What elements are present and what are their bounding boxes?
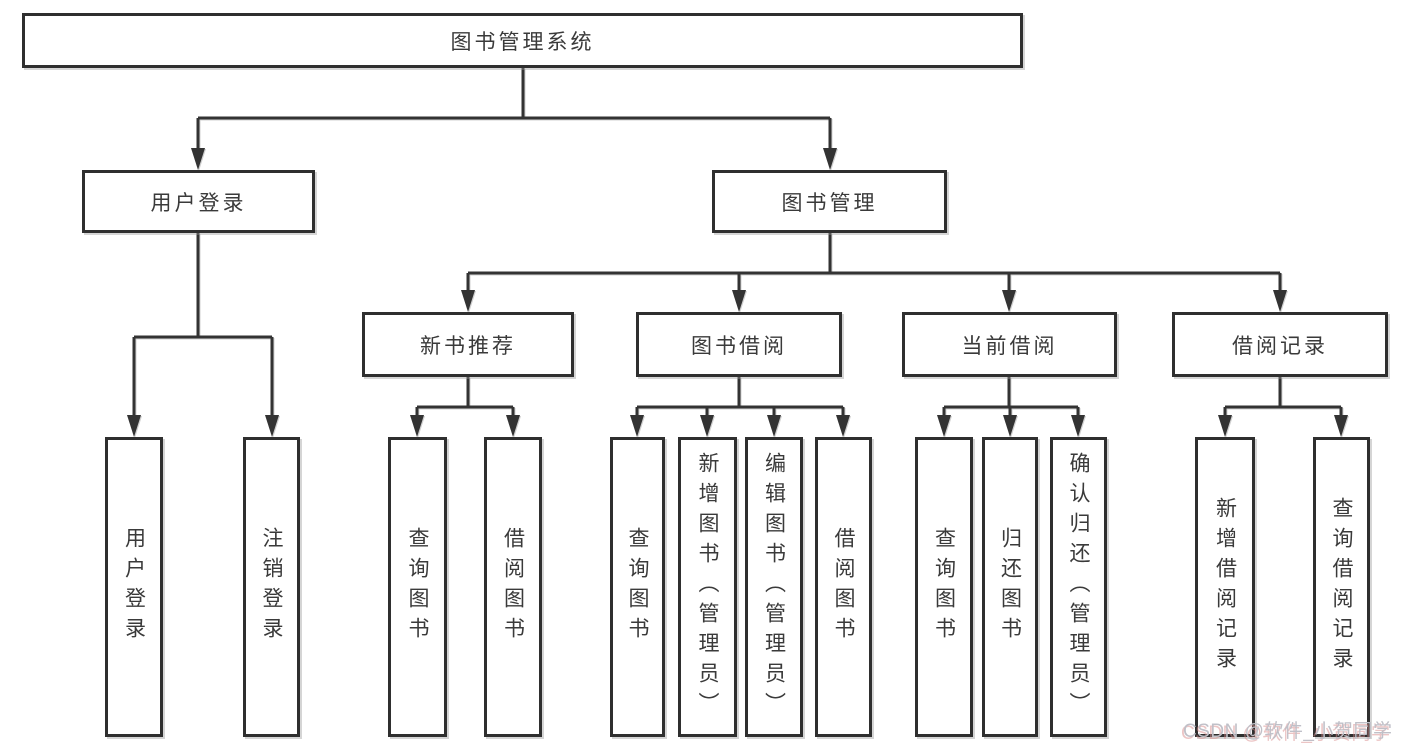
edge-current-borrow-children: [937, 377, 1085, 437]
node-book-borrow: 图书借阅: [636, 312, 842, 377]
node-cb-confirm-return: 确认归还（管理员）: [1050, 437, 1107, 737]
node-current-borrow: 当前借阅: [902, 312, 1117, 377]
node-br-query-record: 查询借阅记录: [1313, 437, 1370, 737]
node-user-login: 用户登录: [82, 170, 315, 233]
edge-new-book-rec-children: [410, 377, 520, 437]
node-bb-query-book: 查询图书: [610, 437, 665, 737]
csdn-watermark: CSDN @软件_小贺同学: [1183, 721, 1393, 742]
node-br-add-record: 新增借阅记录: [1195, 437, 1255, 737]
node-nbr-query-book: 查询图书: [388, 437, 447, 737]
node-nbr-borrow-book: 借阅图书: [484, 437, 542, 737]
edge-borrow-records-children: [1218, 377, 1348, 437]
node-new-book-rec: 新书推荐: [362, 312, 574, 377]
node-cb-query-book: 查询图书: [915, 437, 973, 737]
node-user-login-action: 用户登录: [105, 437, 163, 737]
node-bb-add-book: 新增图书（管理员）: [678, 437, 737, 737]
node-borrow-records: 借阅记录: [1172, 312, 1388, 377]
node-logout: 注销登录: [243, 437, 300, 737]
node-bb-borrow-book: 借阅图书: [815, 437, 872, 737]
node-root: 图书管理系统: [22, 13, 1023, 68]
edge-user-login-children: [127, 233, 279, 437]
edge-root-to-level2: [191, 68, 837, 170]
edge-book-borrow-children: [630, 377, 850, 437]
node-bb-edit-book: 编辑图书（管理员）: [745, 437, 803, 737]
node-cb-return-book: 归还图书: [982, 437, 1038, 737]
node-book-mgmt: 图书管理: [712, 170, 947, 233]
edge-book-mgmt-to-level3: [461, 233, 1287, 312]
